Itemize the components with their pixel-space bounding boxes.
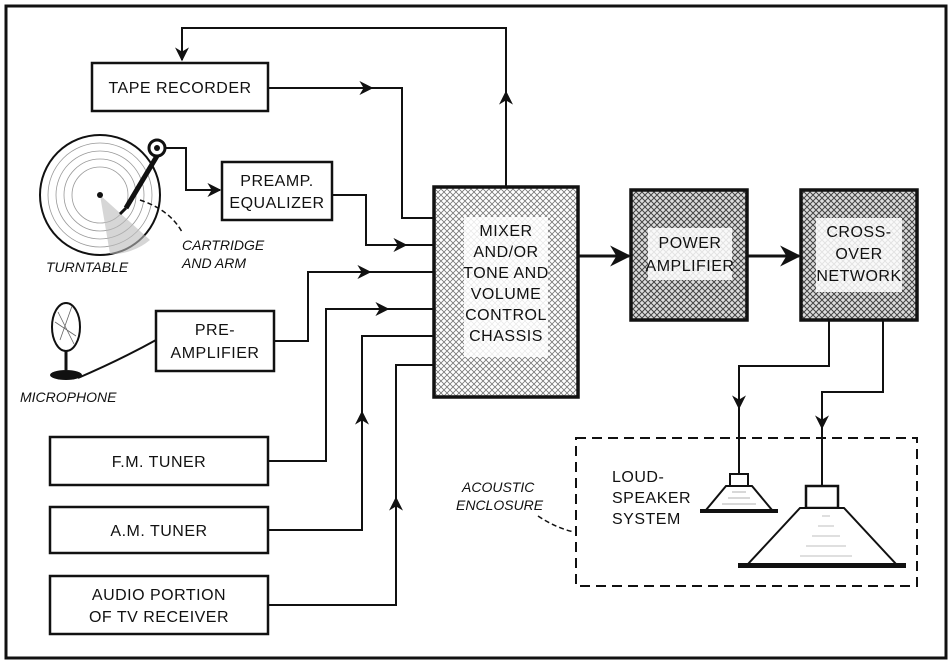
pre-amplifier-block: PRE- AMPLIFIER [154, 309, 276, 373]
acoustic-label: ACOUSTIC [461, 479, 535, 495]
cartridge-pointer [139, 199, 183, 233]
fm-tuner-block: F.M. TUNER [48, 435, 270, 487]
am-tuner-label: A.M. TUNER [110, 523, 207, 540]
tweeter-speaker-icon [700, 473, 778, 513]
amplifier-power-label: AMPLIFIER [646, 258, 735, 275]
tape-recorder-label: TAPE RECORDER [108, 80, 251, 97]
loud-label: LOUD- [612, 469, 664, 486]
mixer-line-5: CONTROL [465, 307, 547, 324]
power-label: POWER [659, 235, 722, 252]
woofer-speaker-icon [738, 484, 906, 568]
am-tuner-block: A.M. TUNER [48, 505, 270, 555]
enclosure-label: ENCLOSURE [456, 497, 544, 513]
acoustic-enclosure-box [575, 437, 918, 587]
tv-receiver-label: OF TV RECEIVER [89, 609, 229, 626]
microphone-icon [50, 302, 82, 380]
turntable-icon [39, 134, 167, 256]
fm-tuner-label: F.M. TUNER [112, 454, 206, 471]
audio-tv-block: AUDIO PORTION OF TV RECEIVER [48, 574, 270, 636]
preamp-label: PREAMP. [240, 173, 313, 190]
mixer-line-6: CHASSIS [469, 328, 543, 345]
tape-recorder-block: TAPE RECORDER [90, 61, 270, 113]
cross-label: CROSS- [826, 224, 891, 241]
mixer-line-3: TONE AND [463, 265, 549, 282]
preamp-equalizer-block: PREAMP. EQUALIZER [220, 160, 334, 222]
turntable-to-preamp-line [165, 147, 222, 197]
microphone-label: MICROPHONE [20, 389, 117, 405]
tv-to-mixer-line [268, 364, 434, 606]
mixer-block: MIXER AND/OR TONE AND VOLUME CONTROL CHA… [432, 185, 580, 399]
amplifier-label: AMPLIFIER [171, 345, 260, 362]
power-amplifier-block: POWER AMPLIFIER [629, 188, 749, 322]
mixer-line-4: VOLUME [471, 286, 542, 303]
audio-portion-label: AUDIO PORTION [92, 587, 226, 604]
turntable-label: TURNTABLE [46, 259, 129, 275]
crossover-network-block: CROSS- OVER NETWORK [799, 188, 919, 322]
pre-label: PRE- [195, 322, 235, 339]
speaker-label: SPEAKER [612, 490, 691, 507]
equalizer-label: EQUALIZER [229, 195, 324, 212]
enclosure-pointer [537, 515, 575, 533]
and-arm-label: AND ARM [181, 255, 246, 271]
network-label: NETWORK [816, 268, 901, 285]
microphone-cable [77, 339, 157, 379]
cartridge-label: CARTRIDGE [182, 237, 265, 253]
system-label: SYSTEM [612, 511, 681, 528]
crossover-to-tweeter-line [738, 320, 830, 474]
over-label: OVER [835, 246, 882, 263]
mixer-line-2: AND/OR [473, 244, 538, 261]
mixer-line-1: MIXER [479, 223, 532, 240]
